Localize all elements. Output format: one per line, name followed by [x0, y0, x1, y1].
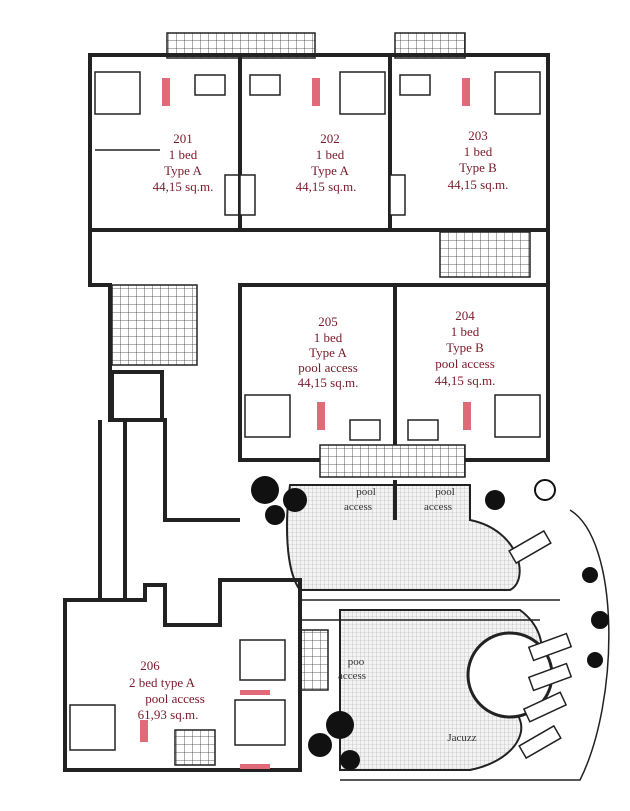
unit-203: [388, 53, 550, 232]
bed-marker: [240, 690, 270, 695]
unit-202: [238, 53, 392, 232]
unit-type: Type A: [164, 163, 202, 178]
unit-beds: 1 bed: [464, 144, 493, 159]
unit-beds: 1 bed: [314, 330, 343, 345]
terrace-edge: [340, 509, 610, 781]
bed-marker: [317, 402, 325, 430]
bed-marker: [312, 78, 320, 106]
unit-type: Type A: [311, 163, 349, 178]
sun-loungers: [508, 529, 573, 760]
unit-type: Type B: [459, 160, 497, 175]
label-205: 205 1 bed Type A pool access 44,15 sq.m.: [298, 314, 359, 390]
unit-area: 44,15 sq.m.: [298, 375, 359, 390]
unit-204: [393, 283, 550, 462]
unit-extra: pool access: [435, 356, 495, 371]
staircase-right: [439, 231, 531, 278]
unit-beds: 1 bed: [169, 147, 198, 162]
pool-access-label: pool: [435, 486, 455, 498]
unit-number: 206: [140, 658, 160, 673]
label-201: 201 1 bed Type A 44,15 sq.m.: [153, 131, 214, 194]
unit-201: [88, 53, 242, 232]
bed-marker: [463, 402, 471, 430]
pool-access-label: poo: [348, 656, 365, 668]
bed-marker: [140, 720, 148, 742]
unit-area: 44,15 sq.m.: [296, 179, 357, 194]
unit-number: 205: [318, 314, 338, 329]
unit-number: 203: [468, 128, 488, 143]
unit-area: 44,15 sq.m.: [153, 179, 214, 194]
unit-area: 44,15 sq.m.: [448, 177, 509, 192]
unit-number: 201: [173, 131, 193, 146]
unit-extra: pool access: [298, 360, 358, 375]
unit-type: Type B: [446, 340, 484, 355]
palm-trees: [251, 476, 609, 770]
service-shaft: [98, 420, 127, 600]
unit-206: [63, 578, 302, 772]
label-204: 204 1 bed Type B pool access 44,15 sq.m.: [435, 308, 496, 388]
unit-area: 61,93 sq.m.: [138, 707, 199, 722]
staircase: [111, 284, 198, 366]
unit-number: 202: [320, 131, 340, 146]
balcony-204-205: [319, 444, 466, 478]
label-202: 202 1 bed Type A 44,15 sq.m.: [296, 131, 357, 194]
jacuzzi-label: Jacuzz: [447, 732, 476, 744]
bed-marker: [462, 78, 470, 106]
unit-beds: 1 bed: [451, 324, 480, 339]
pool-access-label: access: [424, 501, 452, 513]
pool-access-label: access: [344, 501, 372, 513]
elevator: [110, 370, 164, 422]
pool-upper: [286, 484, 521, 591]
unit-type: 2 bed type A: [129, 675, 196, 690]
bed-marker: [162, 78, 170, 106]
unit-beds: 1 bed: [316, 147, 345, 162]
unit-number: 204: [455, 308, 475, 323]
unit-area: 44,15 sq.m.: [435, 373, 496, 388]
unit-type: Type A: [309, 345, 347, 360]
unit-extra: pool access: [145, 691, 205, 706]
label-206: 206 2 bed type A pool access 61,93 sq.m.: [129, 658, 205, 722]
pool-access-label: pool: [356, 486, 376, 498]
bed-marker: [240, 764, 270, 769]
pool-access-label: access: [338, 670, 366, 682]
label-203: 203 1 bed Type B 44,15 sq.m.: [448, 128, 509, 192]
